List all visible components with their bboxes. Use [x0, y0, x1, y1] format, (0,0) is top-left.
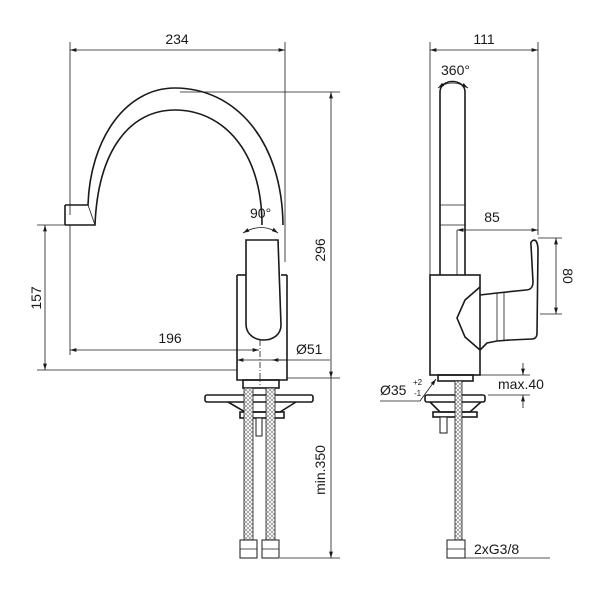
dim-height-spout: 157	[28, 286, 44, 310]
dim-spout-rotation: 360°	[441, 62, 470, 78]
dim-lever-height: 80	[560, 268, 576, 284]
side-view: 111 360° 85 80 max.40 Ø35 +2 -1 2xG3/8	[380, 31, 576, 559]
dim-connections: 2xG3/8	[474, 541, 519, 557]
dim-lever-reach: 85	[484, 209, 500, 225]
side-hose	[454, 380, 463, 542]
hose-right	[265, 387, 276, 541]
spout-stem	[439, 80, 466, 275]
dim-hole-diameter: Ø35	[380, 382, 407, 398]
side-lever	[479, 239, 539, 351]
spout-outer	[65, 87, 284, 226]
mounting-plate	[204, 394, 314, 403]
dim-height-total: 296	[312, 238, 328, 262]
front-view: 234 157 196 Ø51 296 min.350 90°	[28, 31, 340, 559]
dim-lever-rotation: 90°	[250, 205, 271, 221]
hose-left	[243, 387, 254, 541]
dim-width-total: 234	[165, 31, 189, 47]
hole-tolerance-plus: +2	[413, 378, 423, 387]
lever	[245, 239, 282, 341]
spout-inner	[65, 109, 263, 226]
dim-hose-length: min.350	[312, 445, 328, 495]
dim-body-diameter: Ø51	[296, 341, 323, 357]
rotation-arrow-icon	[242, 227, 279, 234]
hole-tolerance-minus: -1	[414, 389, 422, 398]
dim-max-thickness: max.40	[498, 376, 544, 392]
dim-depth-total: 111	[473, 31, 494, 47]
dim-spout-reach: 196	[158, 330, 182, 346]
rotation-360-icon	[437, 82, 469, 89]
side-body	[429, 274, 481, 376]
